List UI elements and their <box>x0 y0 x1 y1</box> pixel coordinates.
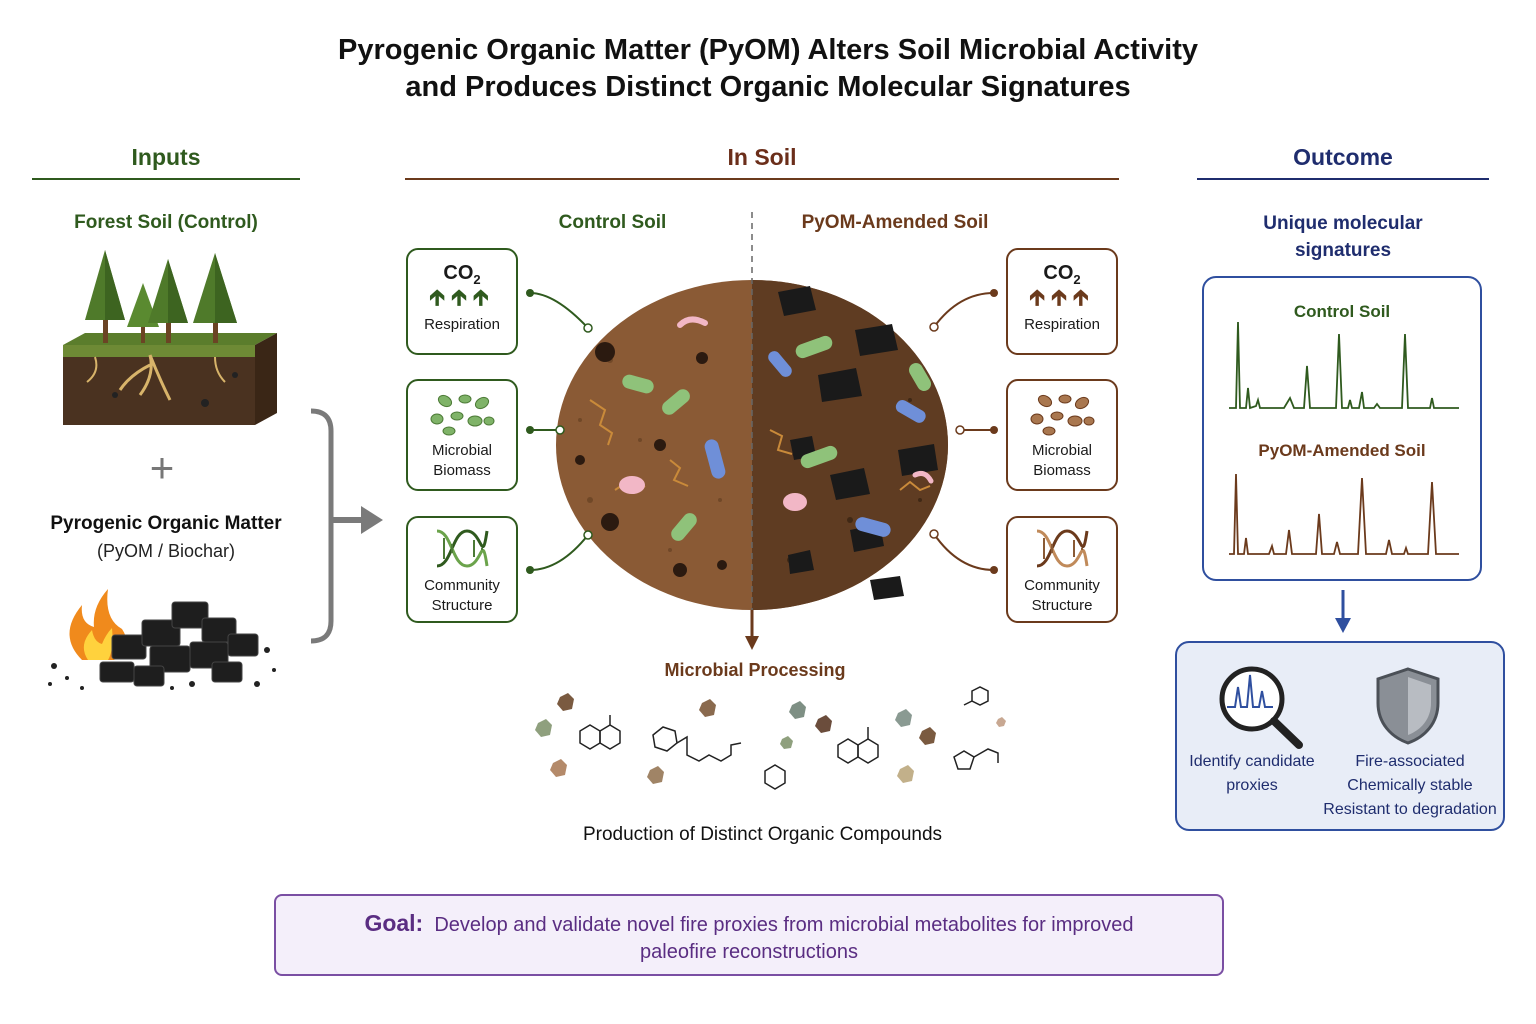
co2-label: CO2 <box>1043 262 1081 287</box>
pyom-sublabel: (PyOM / Biochar) <box>96 541 236 561</box>
page-title: Pyrogenic Organic Matter (PyOM) Alters S… <box>0 32 1536 106</box>
outcome-heading: Outcome <box>1293 144 1393 170</box>
inputs-heading: Inputs <box>131 144 201 170</box>
control-soil-label: Control Soil <box>558 212 667 233</box>
shield-icon <box>1376 667 1440 745</box>
soil-disk-illustration <box>526 212 998 650</box>
microbe-icon <box>619 316 726 541</box>
organic-compounds-illustration <box>535 686 1006 790</box>
goal-line-2: paleofire reconstructions <box>640 941 858 963</box>
spectrum-pyom-trace <box>1229 473 1459 555</box>
forest-soil-label: Forest Soil (Control) <box>74 212 258 233</box>
forest-soil-illustration <box>63 250 277 425</box>
pyom-soil-label: PyOM-Amended Soil <box>801 212 989 233</box>
tree-icon <box>193 253 237 343</box>
pyom-label: Pyrogenic Organic Matter <box>50 513 282 534</box>
biochar-fire-illustration <box>48 589 276 690</box>
goal-line-1: Develop and validate novel fire proxies … <box>434 914 1134 936</box>
respiration-caption: Respiration <box>424 316 500 333</box>
microbe-icon <box>768 335 934 537</box>
title-line-2: and Produces Distinct Organic Molecular … <box>405 71 1131 103</box>
co2-label: CO2 <box>443 262 481 287</box>
in-soil-rule <box>405 178 1119 180</box>
in-soil-heading: In Soil <box>727 144 797 170</box>
inputs-bracket-arrow <box>310 408 383 644</box>
spectra-panel: Control Soil PyOM-Amended Soil <box>1202 276 1482 581</box>
tree-icon <box>85 250 125 343</box>
magnifier-icon <box>1219 666 1303 749</box>
goal-text: Goal: Develop and validate novel fire pr… <box>276 910 1222 966</box>
goal-box: Goal: Develop and validate novel fire pr… <box>274 894 1224 976</box>
outcome-down-arrow <box>1335 590 1351 633</box>
molecule-dot-icon <box>535 693 1006 784</box>
inputs-rule <box>32 178 300 180</box>
title-line-1: Pyrogenic Organic Matter (PyOM) Alters S… <box>338 34 1198 66</box>
pyom-respiration-box: CO2 🡱🡱🡱 Respiration <box>1006 248 1118 355</box>
molecule-structure-icon <box>579 686 999 790</box>
tree-icon <box>148 259 188 343</box>
spectrum-control-trace <box>1229 321 1459 410</box>
up-arrows-icon: 🡱🡱🡱 <box>1029 285 1095 310</box>
production-label: Production of Distinct Organic Compounds <box>582 824 943 845</box>
respiration-caption: Respiration <box>1024 316 1100 333</box>
outcome-rule <box>1197 178 1489 180</box>
spectrum-control-label: Control Soil <box>1293 302 1391 321</box>
microbe-cluster-icon <box>1030 394 1095 436</box>
goal-label: Goal: <box>364 910 424 936</box>
microbe-cluster-icon <box>430 394 495 436</box>
plus-sign: + <box>149 444 175 491</box>
up-arrows-icon: 🡱🡱🡱 <box>429 285 495 310</box>
dna-icon <box>436 529 489 568</box>
dna-icon <box>1036 529 1089 568</box>
spectrum-pyom-label: PyOM-Amended Soil <box>1258 441 1426 460</box>
microbial-processing-label: Microbial Processing <box>664 660 846 680</box>
control-respiration-box: CO2 🡱🡱🡱 Respiration <box>406 248 518 355</box>
biochar-icon <box>99 601 259 687</box>
